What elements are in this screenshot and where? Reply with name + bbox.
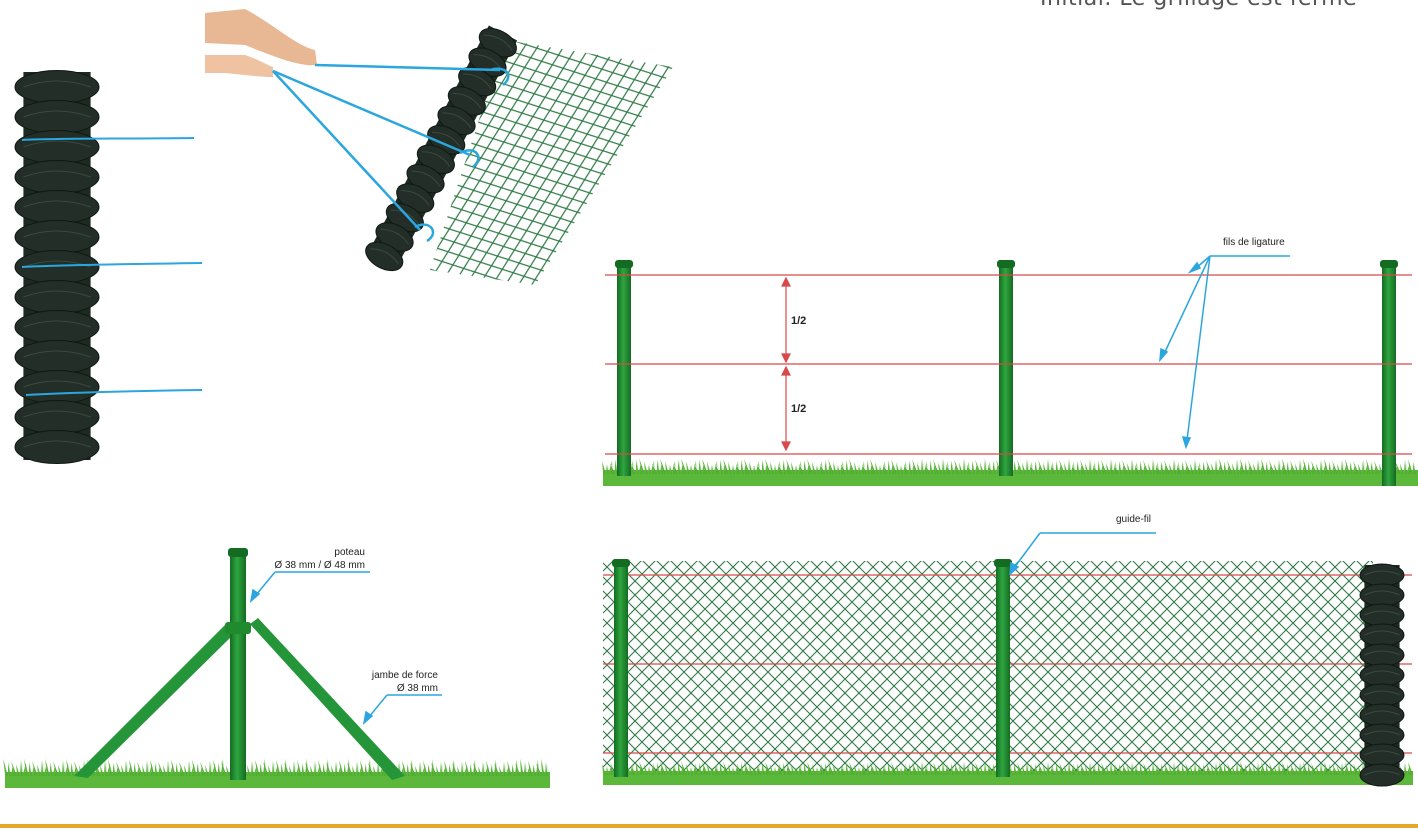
jambe-diameter-label: Ø 38 mm: [396, 683, 438, 694]
arm-icon: [205, 9, 317, 66]
fence-post: [230, 554, 246, 780]
installed-fence-diagram: [602, 532, 1413, 787]
mesh-roll-icon: [1359, 563, 1405, 787]
fence-post: [999, 264, 1013, 476]
jambe-label: jambe de force: [371, 670, 438, 681]
callout-line: [1009, 532, 1156, 576]
fils-label: fils de ligature: [1223, 237, 1285, 248]
guide-fil-label: guide-fil: [1116, 514, 1152, 525]
tension-wire-diagram: [602, 255, 1418, 486]
half-label-top: 1/2: [791, 315, 807, 327]
fence-post: [617, 264, 631, 476]
fence-post: [1382, 264, 1396, 486]
grass-strip: [3, 758, 550, 788]
post-brace-diagram: [3, 548, 550, 788]
fence-post: [996, 563, 1010, 777]
brace-clamp: [225, 622, 251, 634]
brace-bar: [250, 618, 405, 780]
tie-wire: [21, 137, 195, 141]
arm-icon: [205, 55, 273, 77]
mesh-roll-illustration: [14, 70, 203, 464]
fence-post: [614, 563, 628, 777]
unrolling-mesh-illustration: [205, 9, 673, 285]
mesh-panel: [603, 561, 1373, 773]
half-label-bottom: 1/2: [791, 403, 807, 415]
callout-line: [249, 571, 442, 725]
header-caption: Initial. Le grillage est fermé: [1040, 0, 1400, 11]
tie-wire: [25, 389, 203, 396]
callout-line: [1159, 255, 1290, 450]
brace-bar: [74, 624, 236, 778]
grass-strip: [602, 761, 1413, 785]
mesh-sheet: [430, 40, 673, 285]
poteau-label: poteau: [334, 547, 365, 558]
dimension-arrow: [781, 276, 791, 452]
footer-accent-rule: [0, 824, 1418, 828]
poteau-diameter-label: Ø 38 mm / Ø 48 mm: [274, 560, 365, 571]
tie-wire: [21, 262, 203, 268]
grass-strip: [602, 458, 1418, 486]
